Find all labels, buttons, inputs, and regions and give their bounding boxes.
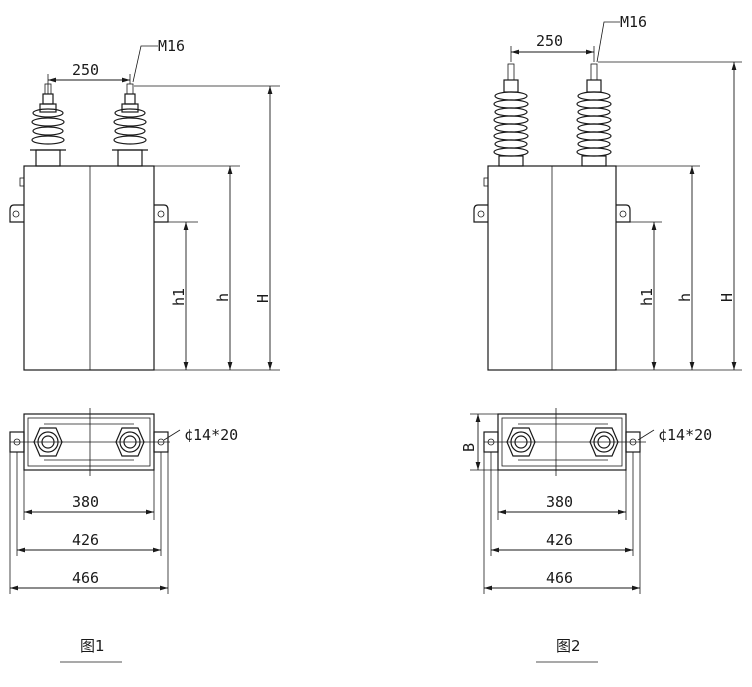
m16-leader-fig1 — [132, 45, 158, 83]
terminal-spacing-label-fig2: 250 — [536, 32, 563, 50]
bushing-plan-left — [506, 427, 536, 457]
h1-label-fig2: h1 — [638, 288, 656, 306]
H-label-fig2: H — [718, 293, 736, 302]
width-380-label-fig2: 380 — [546, 493, 573, 511]
bushing-plan-right — [115, 427, 145, 457]
right-mounting-lug — [154, 204, 169, 223]
front-elevation-fig1: 250 M16 h1 h H — [9, 37, 280, 371]
plan-view-fig1: ¢14*20 380 426 466 — [9, 408, 238, 594]
plan-view-fig2: ¢14*20 B 380 426 466 — [460, 408, 712, 594]
left-mounting-lug — [473, 204, 488, 223]
nameplate-tab — [19, 177, 25, 187]
width-380-label-fig1: 380 — [72, 493, 99, 511]
left-mounting-lug — [9, 204, 24, 223]
figure-caption-1: 图1 — [80, 637, 105, 655]
terminal-thread-label-fig1: M16 — [158, 37, 185, 55]
h-label-fig1: h — [214, 293, 232, 302]
bushing-left — [493, 63, 529, 167]
right-lug-hole — [157, 210, 165, 218]
capacitor-tank — [23, 165, 155, 371]
figure-2: 250 M16 h1 h H — [460, 13, 742, 663]
figure-caption-2: 图2 — [556, 637, 581, 655]
h1-label-fig1: h1 — [170, 288, 188, 306]
right-mounting-lug — [616, 204, 631, 223]
bushing-plan-right — [589, 427, 619, 457]
bushing-left — [30, 83, 66, 167]
mounting-hole-label-fig2: ¢14*20 — [658, 426, 712, 444]
width-426-label-fig1: 426 — [72, 531, 99, 549]
left-lug-hole — [12, 210, 20, 218]
width-466-label-fig2: 466 — [546, 569, 573, 587]
bushing-right — [112, 83, 148, 167]
mounting-hole-label-fig1: ¢14*20 — [184, 426, 238, 444]
h-label-fig2: h — [676, 293, 694, 302]
bushing-right — [576, 63, 612, 167]
depth-B-label: B — [460, 443, 478, 452]
terminal-spacing-label-fig1: 250 — [72, 61, 99, 79]
figure-1: 250 M16 h1 h H — [9, 37, 280, 663]
H-label-fig1: H — [254, 294, 272, 303]
width-426-label-fig2: 426 — [546, 531, 573, 549]
terminal-thread-label-fig2: M16 — [620, 13, 647, 31]
width-466-label-fig1: 466 — [72, 569, 99, 587]
m16-leader-fig2 — [596, 21, 620, 63]
front-elevation-fig2: 250 M16 h1 h H — [473, 13, 742, 371]
bushing-plan-left — [33, 427, 63, 457]
